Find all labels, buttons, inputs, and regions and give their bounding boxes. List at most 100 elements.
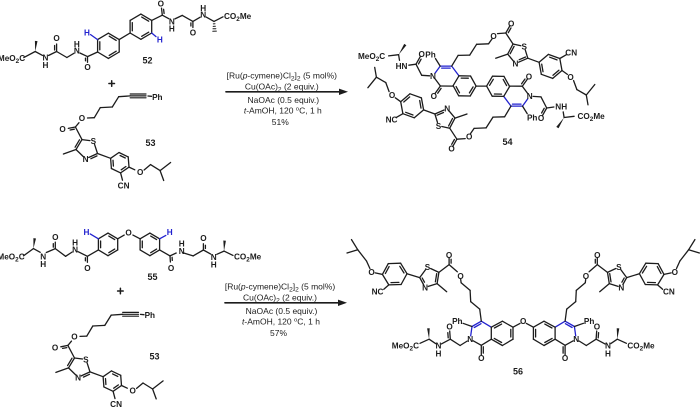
svg-text:S: S bbox=[436, 122, 442, 131]
svg-text:Ph: Ph bbox=[584, 317, 594, 326]
svg-text:NaOAc (0.5 equiv.): NaOAc (0.5 equiv.) bbox=[246, 306, 318, 316]
svg-text:N: N bbox=[605, 342, 611, 351]
svg-text:O: O bbox=[52, 233, 59, 242]
svg-text:H: H bbox=[84, 29, 90, 38]
svg-text:O: O bbox=[125, 229, 132, 238]
svg-text:O: O bbox=[538, 114, 545, 123]
svg-text:N: N bbox=[179, 247, 185, 256]
svg-text:CO2Me: CO2Me bbox=[224, 12, 252, 23]
svg-text:S: S bbox=[616, 263, 622, 272]
svg-text:CN: CN bbox=[110, 400, 122, 408]
svg-text:S: S bbox=[91, 137, 97, 146]
svg-text:N: N bbox=[527, 92, 533, 101]
svg-text:H: H bbox=[167, 228, 173, 237]
svg-text:NC: NC bbox=[372, 288, 384, 297]
svg-text:MeO2C: MeO2C bbox=[0, 252, 25, 263]
svg-text:[Ru(p-cymene)Cl2]2 (5 mol%): [Ru(p-cymene)Cl2]2 (5 mol%) bbox=[225, 282, 336, 294]
svg-text:Ph: Ph bbox=[145, 311, 155, 320]
svg-text:NC: NC bbox=[386, 116, 398, 125]
svg-text:O: O bbox=[84, 63, 91, 72]
svg-text:Ph: Ph bbox=[527, 114, 537, 123]
svg-text:O: O bbox=[52, 343, 59, 352]
svg-text:NH: NH bbox=[555, 102, 567, 111]
svg-text:O: O bbox=[583, 272, 590, 281]
svg-text:O: O bbox=[79, 114, 86, 123]
svg-text:O: O bbox=[478, 354, 485, 363]
svg-text:HN: HN bbox=[396, 62, 408, 71]
svg-text:O: O bbox=[84, 264, 91, 273]
svg-text:N: N bbox=[43, 53, 49, 62]
svg-text:O: O bbox=[594, 323, 601, 332]
svg-text:N: N bbox=[444, 105, 450, 114]
svg-text:t-AmOH, 120 oC, 1 h: t-AmOH, 120 oC, 1 h bbox=[242, 317, 320, 327]
svg-text:H: H bbox=[43, 61, 49, 70]
svg-text:N: N bbox=[422, 284, 428, 293]
svg-text:O: O bbox=[168, 264, 175, 273]
svg-text:CO2Me: CO2Me bbox=[234, 253, 262, 264]
svg-text:53: 53 bbox=[145, 138, 155, 148]
svg-text:CO2Me: CO2Me bbox=[627, 341, 655, 352]
svg-text:H: H bbox=[179, 239, 185, 248]
svg-text:O: O bbox=[508, 20, 515, 29]
svg-text:O: O bbox=[200, 234, 207, 243]
svg-text:t-AmOH, 120 oC, 1 h: t-AmOH, 120 oC, 1 h bbox=[244, 106, 322, 116]
svg-text:O: O bbox=[158, 0, 165, 8]
svg-text:55: 55 bbox=[147, 272, 157, 282]
svg-text:N: N bbox=[513, 60, 519, 69]
svg-text:H: H bbox=[435, 350, 441, 359]
svg-text:Cu(OAc)2 (2 equiv.): Cu(OAc)2 (2 equiv.) bbox=[245, 81, 319, 93]
svg-text:54: 54 bbox=[502, 137, 512, 147]
svg-text:O: O bbox=[419, 50, 426, 59]
svg-text:N: N bbox=[169, 17, 175, 26]
svg-text:N: N bbox=[74, 47, 80, 56]
svg-text:CN: CN bbox=[118, 182, 130, 191]
svg-text:MeO2C: MeO2C bbox=[358, 52, 385, 63]
svg-text:O: O bbox=[190, 28, 197, 37]
svg-text:H: H bbox=[157, 36, 163, 45]
svg-text:O: O bbox=[137, 168, 144, 177]
svg-text:H: H bbox=[74, 40, 80, 49]
svg-text:H: H bbox=[40, 260, 46, 269]
svg-text:O: O bbox=[389, 91, 396, 100]
svg-text:N: N bbox=[200, 11, 206, 20]
svg-text:O: O bbox=[672, 268, 679, 277]
svg-text:N: N bbox=[618, 284, 624, 293]
svg-text:S: S bbox=[425, 263, 431, 272]
svg-text:51%: 51% bbox=[272, 117, 289, 127]
svg-text:N: N bbox=[40, 252, 46, 261]
svg-text:O: O bbox=[71, 332, 78, 341]
svg-text:H: H bbox=[169, 25, 175, 34]
svg-text:MeO2C: MeO2C bbox=[392, 341, 419, 352]
svg-text:CN: CN bbox=[663, 288, 675, 297]
svg-text:O: O bbox=[130, 387, 137, 396]
svg-text:H: H bbox=[211, 260, 217, 269]
svg-text:53: 53 bbox=[149, 352, 159, 362]
svg-text:N: N bbox=[467, 335, 473, 344]
svg-text:O: O bbox=[53, 34, 60, 43]
svg-text:O: O bbox=[448, 145, 455, 154]
svg-text:Ph: Ph bbox=[452, 317, 462, 326]
svg-text:S: S bbox=[83, 355, 89, 364]
svg-text:Ph: Ph bbox=[425, 51, 435, 60]
svg-text:S: S bbox=[521, 42, 527, 51]
svg-text:O: O bbox=[368, 268, 375, 277]
svg-text:NaOAc (0.5 equiv.): NaOAc (0.5 equiv.) bbox=[247, 95, 319, 105]
svg-text:N: N bbox=[435, 342, 441, 351]
svg-text:N: N bbox=[72, 245, 78, 254]
svg-text:Cu(OAc)2 (2 equiv.): Cu(OAc)2 (2 equiv.) bbox=[243, 292, 317, 304]
svg-text:N: N bbox=[83, 155, 89, 164]
svg-text:O: O bbox=[59, 125, 66, 134]
svg-text:[Ru(p-cymene)Cl2]2 (5 mol%): [Ru(p-cymene)Cl2]2 (5 mol%) bbox=[227, 71, 338, 83]
svg-text:MeO2C: MeO2C bbox=[0, 54, 25, 65]
svg-text:57%: 57% bbox=[270, 328, 287, 338]
svg-text:CN: CN bbox=[565, 49, 577, 58]
svg-text:H: H bbox=[200, 4, 206, 13]
svg-text:O: O bbox=[594, 251, 601, 260]
svg-text:N: N bbox=[211, 253, 217, 262]
svg-text:H: H bbox=[72, 239, 78, 248]
svg-text:N: N bbox=[573, 335, 579, 344]
svg-text:O: O bbox=[526, 72, 533, 81]
svg-text:O: O bbox=[466, 132, 473, 141]
svg-text:H: H bbox=[605, 350, 611, 359]
svg-text:O: O bbox=[490, 32, 497, 41]
